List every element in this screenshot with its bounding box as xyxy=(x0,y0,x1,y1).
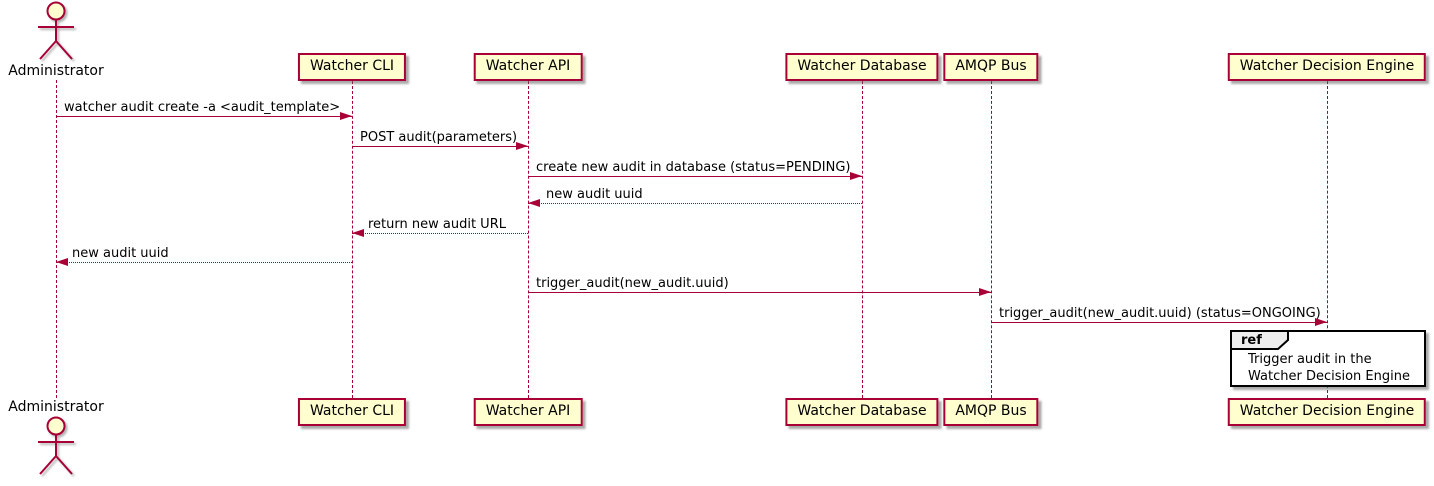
lifeline-watcher-database xyxy=(862,81,863,398)
message-1-line xyxy=(56,116,352,117)
participant-watcher-cli-top: Watcher CLI xyxy=(297,53,407,81)
message-4-arrowhead-icon xyxy=(528,199,540,207)
message-6-line xyxy=(56,262,352,263)
message-7-line xyxy=(528,292,991,293)
message-7-label: trigger_audit(new_audit.uuid) xyxy=(536,276,729,291)
message-8-arrowhead-icon xyxy=(1315,318,1327,326)
participant-watcher-database-bottom: Watcher Database xyxy=(785,398,939,426)
ref-fragment: ref Trigger audit in the Watcher Decisio… xyxy=(1230,330,1426,387)
ref-tag-label: ref xyxy=(1241,333,1262,348)
message-1-arrowhead-icon xyxy=(340,112,352,120)
lifeline-watcher-decision-engine xyxy=(1327,81,1328,398)
message-4-line xyxy=(528,203,862,204)
ref-line-2: Watcher Decision Engine xyxy=(1248,369,1410,384)
participant-watcher-cli-bottom: Watcher CLI xyxy=(297,398,407,426)
message-4-label: new audit uuid xyxy=(546,187,643,202)
message-2-arrowhead-icon xyxy=(516,142,528,150)
message-5-arrowhead-icon xyxy=(352,229,364,237)
message-1-label: watcher audit create -a <audit_template> xyxy=(64,100,341,115)
ref-line-1: Trigger audit in the xyxy=(1248,352,1372,367)
participant-watcher-api-bottom: Watcher API xyxy=(473,398,583,426)
administrator-actor-icon-top xyxy=(38,1,74,60)
message-3-line xyxy=(528,176,862,177)
message-2-line xyxy=(352,146,528,147)
ref-body: Trigger audit in the Watcher Decision En… xyxy=(1232,351,1424,385)
lifeline-administrator xyxy=(56,80,57,398)
message-3-label: create new audit in database (status=PEN… xyxy=(536,160,851,175)
participant-watcher-decision-engine-top: Watcher Decision Engine xyxy=(1227,53,1427,81)
participant-watcher-database-top: Watcher Database xyxy=(785,53,939,81)
administrator-label-bottom: Administrator xyxy=(8,399,104,415)
message-8-label: trigger_audit(new_audit.uuid) (status=ON… xyxy=(999,306,1321,321)
message-6-arrowhead-icon xyxy=(56,258,68,266)
message-3-arrowhead-icon xyxy=(850,172,862,180)
ref-tag-shape xyxy=(1230,330,1289,350)
message-2-label: POST audit(parameters) xyxy=(360,130,518,145)
participant-amqp-bus-top: AMQP Bus xyxy=(943,53,1039,81)
participant-watcher-decision-engine-bottom: Watcher Decision Engine xyxy=(1227,398,1427,426)
participant-watcher-api-top: Watcher API xyxy=(473,53,583,81)
message-7-arrowhead-icon xyxy=(979,288,991,296)
message-5-line xyxy=(352,233,528,234)
message-6-label: new audit uuid xyxy=(72,246,169,261)
message-8-line xyxy=(991,322,1327,323)
message-5-label: return new audit URL xyxy=(368,217,506,232)
lifeline-watcher-api xyxy=(528,81,529,398)
participant-amqp-bus-bottom: AMQP Bus xyxy=(943,398,1039,426)
lifeline-watcher-cli xyxy=(352,81,353,398)
administrator-label-top: Administrator xyxy=(8,63,104,79)
lifeline-amqp-bus xyxy=(991,81,992,398)
administrator-actor-icon-bottom xyxy=(38,416,74,475)
